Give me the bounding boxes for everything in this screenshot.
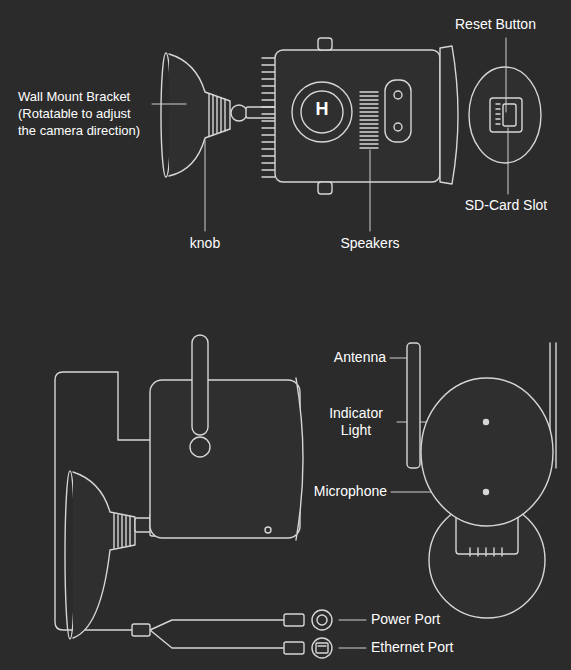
speaker-grille xyxy=(360,92,378,148)
side-view-camera xyxy=(192,335,208,435)
camera-rear-view xyxy=(503,104,516,126)
camera-cable xyxy=(284,642,304,654)
part-label: Microphone xyxy=(294,483,387,500)
camera-body xyxy=(318,182,332,194)
leader-line xyxy=(152,104,186,105)
camera-cable xyxy=(284,614,304,626)
part-label: Indicator Light xyxy=(320,405,392,439)
leader-line xyxy=(390,358,408,359)
front-view-camera xyxy=(407,343,556,618)
part-label: Speakers xyxy=(325,235,415,252)
leader-line xyxy=(339,620,366,621)
speaker-grille xyxy=(385,80,411,142)
part-label: SD-Card Slot xyxy=(450,197,562,214)
power-port xyxy=(317,615,327,625)
front-view-camera xyxy=(484,420,489,425)
camera-body xyxy=(301,91,343,133)
part-label: Wall Mount Bracket (Rotatable to adjust … xyxy=(18,88,148,139)
camera-cable xyxy=(132,624,150,636)
camera-body xyxy=(262,38,458,194)
part-label: Antenna xyxy=(300,349,386,366)
speaker-grille xyxy=(394,91,402,99)
camera-cable xyxy=(150,630,286,648)
knob xyxy=(246,107,276,118)
camera-rear-view xyxy=(469,67,541,163)
wall-mount-bracket xyxy=(169,54,230,176)
camera-body xyxy=(318,38,332,50)
power-port xyxy=(312,610,332,630)
side-view-camera xyxy=(150,380,300,538)
camera-rear-view xyxy=(496,104,500,124)
power-port xyxy=(312,610,332,630)
ethernet-port xyxy=(318,645,326,646)
front-view-camera xyxy=(484,490,489,495)
ethernet-port xyxy=(316,643,328,653)
side-view-camera xyxy=(265,527,271,533)
camera-cable xyxy=(55,372,304,654)
side-view-camera xyxy=(150,335,303,540)
speaker-grille xyxy=(394,123,402,131)
side-view-camera xyxy=(296,378,303,540)
knob xyxy=(231,105,247,121)
logo-mark: H xyxy=(310,101,334,118)
ethernet-port xyxy=(312,638,332,658)
side-view-bracket xyxy=(114,514,130,548)
part-label: Reset Button xyxy=(455,16,561,33)
leader-line xyxy=(339,648,366,649)
camera-body xyxy=(262,58,275,177)
leader-line xyxy=(508,128,509,194)
camera-rear-view xyxy=(469,67,541,163)
side-view-camera xyxy=(190,437,210,457)
part-label: Power Port xyxy=(371,611,481,628)
leader-line xyxy=(370,150,371,231)
camera-body xyxy=(275,50,440,182)
side-view-bracket xyxy=(73,472,135,638)
camera-body xyxy=(440,46,458,184)
wall-mount-bracket xyxy=(209,94,225,136)
leader-line xyxy=(506,38,507,112)
front-view-camera xyxy=(470,548,502,556)
front-view-camera xyxy=(407,343,420,468)
wall-mount-bracket xyxy=(161,53,230,177)
part-label: knob xyxy=(180,235,230,252)
leader-line xyxy=(205,140,206,231)
camera-body xyxy=(292,82,352,142)
front-view-camera xyxy=(421,378,553,526)
part-label: Ethernet Port xyxy=(371,639,491,656)
ethernet-port xyxy=(312,638,332,658)
speaker-grille xyxy=(360,80,411,148)
